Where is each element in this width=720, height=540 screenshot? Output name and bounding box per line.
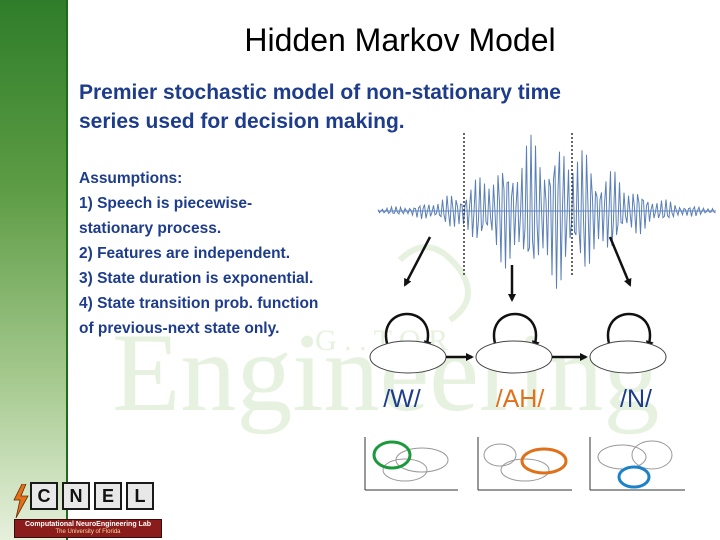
assumption-item: 4) State transition prob. function [79,295,319,312]
gaussian-ellipse [500,458,550,482]
assumption-item: stationary process. [79,220,222,237]
subtitle-line: Premier stochastic model of non-stationa… [79,81,561,104]
self-loop-arrow [606,312,654,349]
logo-letter: E [94,482,122,510]
green-sidebar [0,0,66,540]
gaussian-ellipse-highlight [372,440,412,470]
gaussian-ellipse [395,447,449,473]
state-label-ah: /AH/ [496,385,545,413]
logo-university: The University of Florida [55,529,121,535]
segment-to-state-arrow [608,236,632,287]
gaussian-plot-ah [477,437,572,491]
assumption-item: of previous-next state only. [79,320,280,337]
logo-letter: C [30,482,58,510]
slide-title: Hidden Markov Model [244,22,556,58]
state-label-n: /N/ [620,385,652,413]
assumptions-list: Assumptions: 1) Speech is piecewise- sta… [79,166,379,341]
self-loop-arrow [384,312,432,349]
assumption-item: 2) Features are independent. [79,245,291,262]
gaussian-ellipse [483,443,517,467]
state-label-w: /W/ [383,385,421,413]
logo-letter: L [126,482,154,510]
logo-lab-name: Computational NeuroEngineering Lab [24,521,151,528]
waveform-signal [377,134,716,289]
lightning-icon [13,484,29,518]
hmm-state-ah [475,340,553,374]
gaussian-plot-w [364,437,458,491]
logo-letter: N [62,482,90,510]
gaussian-ellipse-highlight [520,447,568,475]
assumption-item: 3) State duration is exponential. [79,270,314,287]
slide-subtitle: Premier stochastic model of non-stationa… [79,78,659,136]
gaussian-plot-n [589,437,685,491]
assumption-item: 1) Speech is piecewise- [79,195,253,212]
gaussian-ellipse-highlight [617,465,651,489]
gaussian-ellipse [382,458,428,482]
gaussian-ellipse [597,444,647,470]
assumptions-heading: Assumptions: [79,170,183,187]
hmm-state-w [369,340,447,374]
speech-waveform [377,134,716,289]
sidebar-divider [66,0,68,540]
watermark-gator-icon [397,244,471,323]
hmm-state-n [589,340,667,374]
segment-to-state-arrow [403,236,432,287]
hmm-diagram: /W/ /AH/ /N/ [364,133,716,491]
self-loop-arrow [492,312,540,349]
subtitle-line: series used for decision making. [79,110,405,133]
gaussian-ellipse [631,440,673,470]
cnel-logo: C N E L Computational NeuroEngineering L… [10,482,165,538]
logo-banner: Computational NeuroEngineering Lab The U… [14,519,162,538]
